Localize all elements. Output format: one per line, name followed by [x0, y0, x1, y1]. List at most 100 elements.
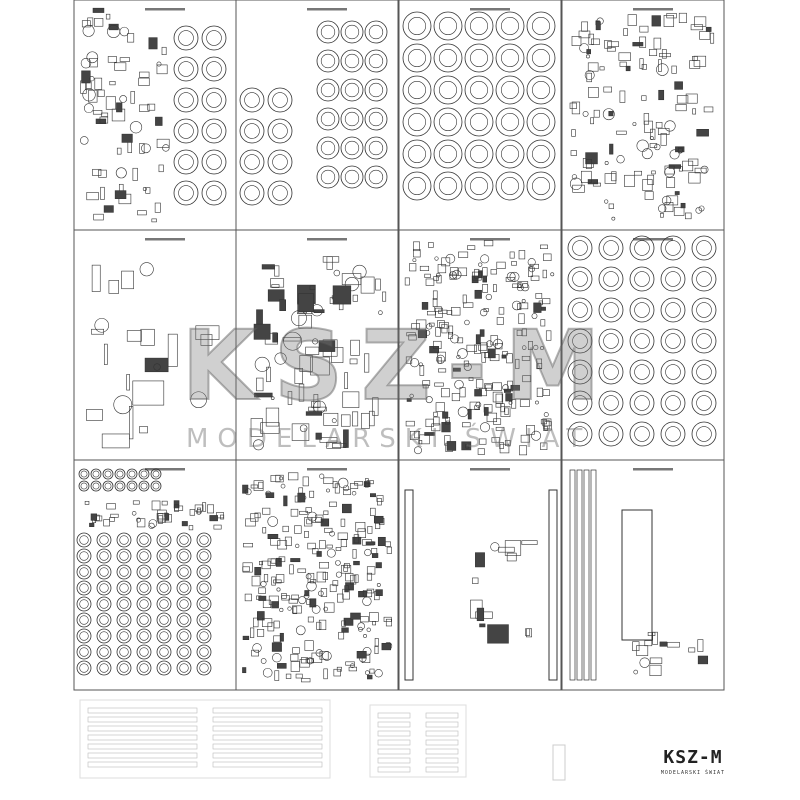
cut-part: [311, 401, 321, 408]
cut-part: [623, 28, 628, 36]
cut-part: [279, 632, 284, 642]
wheel-hub: [439, 17, 457, 35]
cut-part: [151, 218, 157, 223]
wheel-part: [464, 107, 494, 137]
cut-part: [332, 580, 339, 587]
cut-part: [468, 377, 474, 381]
wheel-hub: [368, 169, 384, 185]
cut-part: [668, 164, 681, 169]
wheel-part: [629, 328, 655, 354]
small-round-part: [279, 607, 284, 612]
wheel-hub: [572, 302, 588, 318]
wheel-part: [598, 297, 624, 323]
cut-part: [527, 341, 533, 350]
wheel-part: [96, 612, 112, 628]
cut-part: [595, 21, 601, 31]
wheel-hub: [159, 583, 169, 593]
cut-part: [505, 393, 513, 402]
small-round-part: [654, 143, 661, 151]
cut-part: [496, 317, 504, 325]
cut-part: [458, 267, 468, 277]
cut-part: [304, 640, 314, 651]
small-round-part: [463, 362, 472, 371]
wheel-part: [629, 297, 655, 323]
cut-part: [658, 89, 665, 101]
wheel-part: [464, 171, 494, 201]
wheel-part: [136, 532, 152, 548]
cut-part: [474, 268, 480, 279]
wheel-hub: [79, 567, 89, 577]
wheel-part: [116, 580, 132, 596]
cut-part: [266, 366, 271, 383]
strip-part: [425, 748, 459, 755]
wheel-part: [116, 548, 132, 564]
cut-part: [341, 627, 349, 633]
wheel-part: [464, 11, 494, 41]
wheel-hub: [439, 113, 457, 131]
cut-part: [521, 355, 531, 361]
wheel-hub: [199, 599, 209, 609]
strip-part: [212, 707, 323, 714]
cut-part: [262, 507, 271, 515]
sheet-border: [369, 704, 467, 778]
wheel-part: [526, 139, 556, 169]
small-round-part: [543, 412, 549, 417]
cut-part: [451, 307, 461, 316]
wheel-part: [136, 644, 152, 660]
wheel-part: [340, 165, 364, 189]
cut-part: [485, 384, 492, 391]
small-round-part: [521, 299, 526, 303]
cut-part: [337, 593, 344, 603]
cut-part: [425, 278, 435, 286]
wheel-hub: [140, 470, 148, 478]
wheel-part: [76, 612, 92, 628]
cut-part: [253, 323, 271, 340]
strip-part: [212, 716, 323, 723]
sheet-header-text: [470, 238, 510, 241]
wheel-part: [402, 43, 432, 73]
cut-part: [358, 590, 368, 598]
cut-part: [699, 31, 711, 40]
cut-part: [436, 275, 442, 284]
wheel-hub: [408, 81, 426, 99]
strip-part: [87, 761, 198, 768]
wheel-hub: [178, 92, 194, 108]
small-round-part: [579, 43, 590, 53]
wheel-hub: [179, 615, 189, 625]
cut-part: [290, 653, 299, 662]
wheel-part: [239, 118, 265, 144]
cut-part: [586, 72, 592, 83]
wheel-part: [126, 468, 138, 480]
cut-part: [275, 574, 285, 583]
wheel-part: [102, 468, 114, 480]
strip-part: [425, 757, 459, 764]
cut-part: [498, 307, 505, 315]
cut-part: [458, 251, 469, 258]
cut-part: [323, 477, 334, 484]
cut-part: [356, 651, 367, 659]
cut-part: [636, 645, 649, 656]
cut-part: [639, 36, 647, 48]
accessory-sheet: [79, 699, 331, 779]
small-round-part: [365, 670, 370, 676]
wheel-part: [76, 628, 92, 644]
model-sheet-11: [398, 459, 562, 691]
model-sheet-12: [561, 459, 725, 691]
cut-part: [651, 15, 661, 27]
wheel-hub: [92, 470, 100, 478]
cut-part: [267, 533, 279, 539]
wheel-hub: [99, 631, 109, 641]
cut-part: [329, 501, 337, 507]
wheel-hub: [532, 177, 550, 195]
wheel-part: [76, 660, 92, 676]
wheel-hub: [139, 647, 149, 657]
wheel-hub: [119, 583, 129, 593]
cut-part: [593, 109, 600, 118]
wheel-part: [340, 136, 364, 160]
wheel-part: [598, 235, 624, 261]
wheel-hub: [179, 583, 189, 593]
wheel-hub: [470, 177, 488, 195]
cut-part: [483, 308, 489, 312]
small-round-part: [378, 310, 383, 315]
cut-part: [365, 541, 376, 546]
